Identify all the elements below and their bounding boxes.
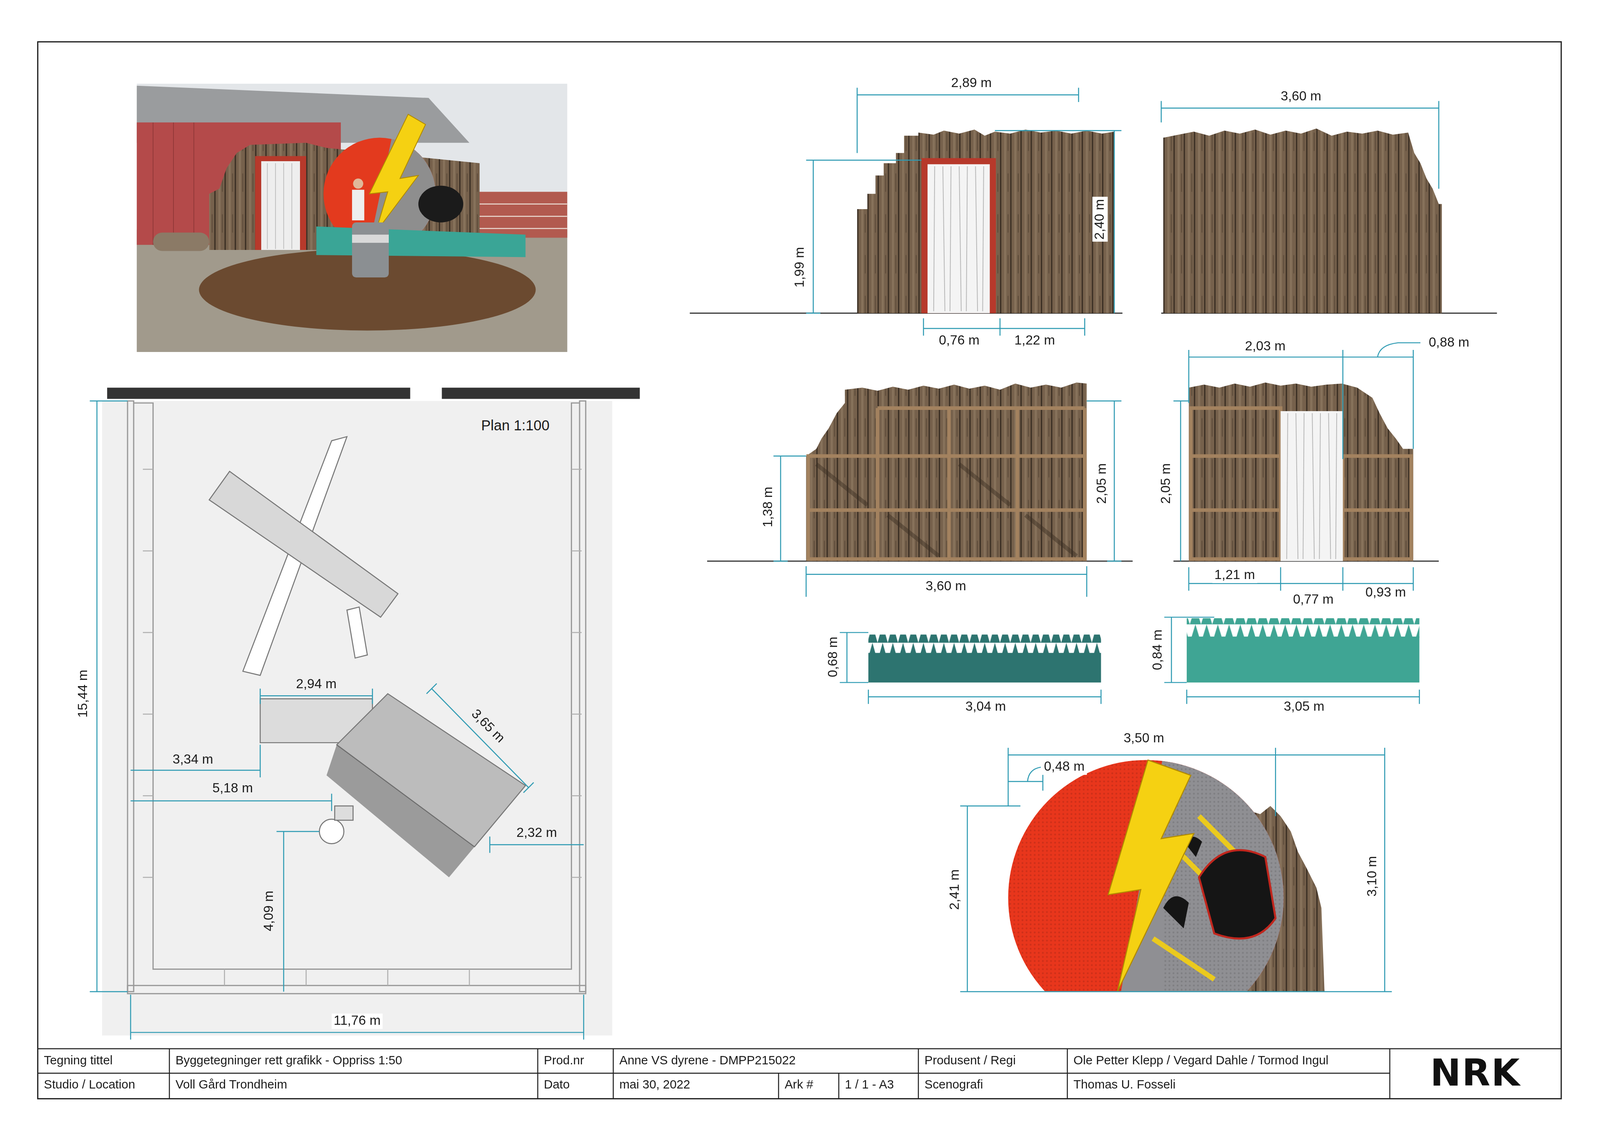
table-cell: Ole Petter Klepp / Vegard Dahle / Tormod… bbox=[1071, 1054, 1331, 1069]
dimension: 3,60 m bbox=[1278, 89, 1324, 105]
dimension: 3,34 m bbox=[170, 752, 215, 768]
dimension: 3,60 m bbox=[923, 579, 969, 595]
dimension: 2,03 m bbox=[1242, 339, 1288, 355]
table-cell: Anne VS dyrene - DMPP215022 bbox=[617, 1054, 798, 1069]
dimension: 0,93 m bbox=[1363, 585, 1408, 601]
dimension: 11,76 m bbox=[331, 1013, 383, 1030]
plan-scale: Plan 1:100 bbox=[479, 417, 552, 434]
table-cell: Byggetegninger rett grafikk - Oppriss 1:… bbox=[173, 1054, 405, 1069]
dimension: 5,18 m bbox=[210, 781, 255, 797]
table-cell: Voll Gård Trondheim bbox=[173, 1078, 290, 1093]
dimension: 1,22 m bbox=[1012, 333, 1058, 349]
table-cell: 1 / 1 - A3 bbox=[842, 1078, 896, 1093]
dimension: 3,04 m bbox=[963, 699, 1008, 715]
dimension: 1,99 m bbox=[792, 245, 808, 290]
dimension: 0,88 m bbox=[1426, 335, 1472, 351]
table-cell: Prod.nr bbox=[541, 1054, 586, 1069]
dimension: 2,41 m bbox=[947, 867, 963, 913]
table-cell: Dato bbox=[541, 1078, 572, 1093]
dimension: 3,10 m bbox=[1365, 854, 1381, 899]
table-cell: Ark # bbox=[782, 1078, 815, 1093]
dimension: 2,89 m bbox=[949, 76, 994, 92]
dimension: 3,05 m bbox=[1281, 699, 1327, 715]
dimension: 0,48 m bbox=[1042, 759, 1087, 775]
table-cell: Produsent / Regi bbox=[922, 1054, 1018, 1069]
dimension: 2,94 m bbox=[294, 677, 339, 693]
dimension: 0,77 m bbox=[1290, 592, 1336, 608]
dimension: 4,09 m bbox=[261, 888, 278, 934]
dimension: 2,32 m bbox=[514, 826, 560, 842]
dimension: 0,76 m bbox=[936, 333, 982, 349]
table-cell: Thomas U. Fosseli bbox=[1071, 1078, 1178, 1093]
dimension: 1,38 m bbox=[760, 485, 777, 530]
logo: NRK bbox=[1428, 1052, 1523, 1095]
dimension: 2,05 m bbox=[1158, 461, 1175, 506]
dimension: 2,40 m bbox=[1092, 197, 1108, 242]
dimension: 2,05 m bbox=[1094, 461, 1110, 506]
dimension: 1,21 m bbox=[1212, 567, 1258, 584]
table-cell: mai 30, 2022 bbox=[617, 1078, 693, 1093]
table-cell: Scenografi bbox=[922, 1078, 985, 1093]
table-cell: Studio / Location bbox=[41, 1078, 138, 1093]
dimension: 0,68 m bbox=[826, 635, 842, 680]
dimension: 15,44 m bbox=[76, 667, 92, 720]
table-cell: Tegning tittel bbox=[41, 1054, 115, 1069]
dimension: 0,84 m bbox=[1150, 627, 1166, 673]
dimension: 3,50 m bbox=[1121, 731, 1167, 747]
